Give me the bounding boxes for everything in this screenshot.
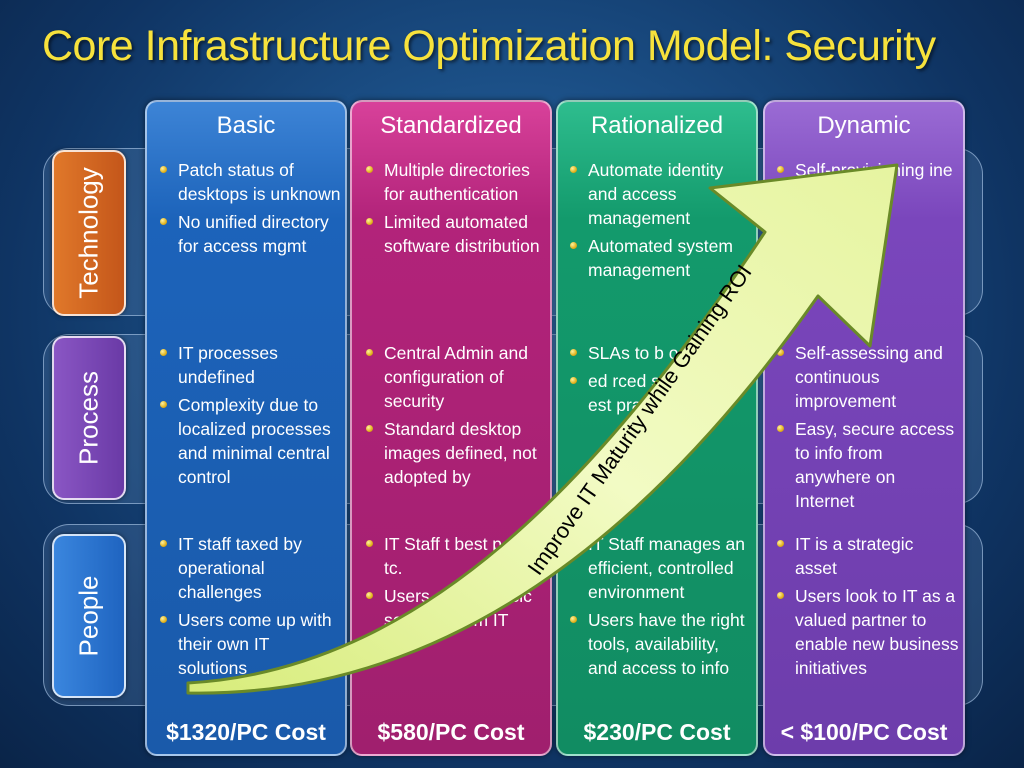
- list-item: SLAs to b o: [566, 341, 752, 365]
- list-item: Automate identity and access management: [566, 158, 752, 230]
- list-item: Standard desktop images defined, not ado…: [362, 417, 548, 489]
- list-item: Automated system management: [566, 234, 752, 282]
- list-item: Complexity due to localized processes an…: [156, 393, 342, 489]
- cost-dynamic: < $100/PC Cost: [780, 719, 948, 745]
- cell-rationalized-technology: Automate identity and access management …: [566, 158, 752, 286]
- cell-standardized-technology: Multiple directories for authentication …: [362, 158, 548, 262]
- maturity-arrow-shape: [186, 163, 899, 695]
- cell-dynamic-people: IT is a strategic asset Users look to IT…: [773, 532, 959, 684]
- column-header-basic: Basic: [216, 112, 276, 139]
- cell-basic-process: IT processes undefined Complexity due to…: [156, 341, 342, 493]
- list-item: Users have the right tools, availability…: [566, 608, 752, 680]
- list-item: Multiple directories for authentication: [362, 158, 548, 206]
- list-item: Patch status of desktops is unknown: [156, 158, 342, 206]
- column-header-rationalized: Rationalized: [590, 112, 724, 139]
- list-item: IT Staff manages an efficient, controlle…: [566, 532, 752, 604]
- column-header-dynamic: Dynamic: [817, 112, 911, 139]
- list-item: Central Admin and configuration of secur…: [362, 341, 548, 413]
- cost-basic: $1320/PC Cost: [166, 719, 326, 745]
- page-title: Core Infrastructure Optimization Model: …: [42, 22, 936, 70]
- row-label-process: Process: [52, 336, 126, 500]
- row-label-people: People: [52, 534, 126, 698]
- cell-rationalized-people: IT Staff manages an efficient, controlle…: [566, 532, 752, 684]
- list-item: Self-assessing and continuous improvemen…: [773, 341, 959, 413]
- cell-standardized-process: Central Admin and configuration of secur…: [362, 341, 548, 493]
- cell-dynamic-process: Self-assessing and continuous improvemen…: [773, 341, 959, 517]
- cost-rationalized: $230/PC Cost: [583, 719, 731, 745]
- list-item: IT processes undefined: [156, 341, 342, 389]
- list-item: Users come up with their own IT solution…: [156, 608, 342, 680]
- list-item: Easy, secure access to info from anywher…: [773, 417, 959, 513]
- cost-standardized: $580/PC Cost: [377, 719, 525, 745]
- column-header-standardized: Standardized: [380, 112, 522, 139]
- row-label-technology: Technology: [52, 150, 126, 316]
- cell-basic-technology: Patch status of desktops is unknown No u…: [156, 158, 342, 262]
- list-item: Users look to IT as a valued partner to …: [773, 584, 959, 680]
- list-item: IT is a strategic asset: [773, 532, 959, 580]
- list-item: IT staff taxed by operational challenges: [156, 532, 342, 604]
- column-basic: Basic $1320/PC Cost: [145, 100, 347, 756]
- list-item: No unified directory for access mgmt: [156, 210, 342, 258]
- list-item: Limited automated software distribution: [362, 210, 548, 258]
- cell-basic-people: IT staff taxed by operational challenges…: [156, 532, 342, 684]
